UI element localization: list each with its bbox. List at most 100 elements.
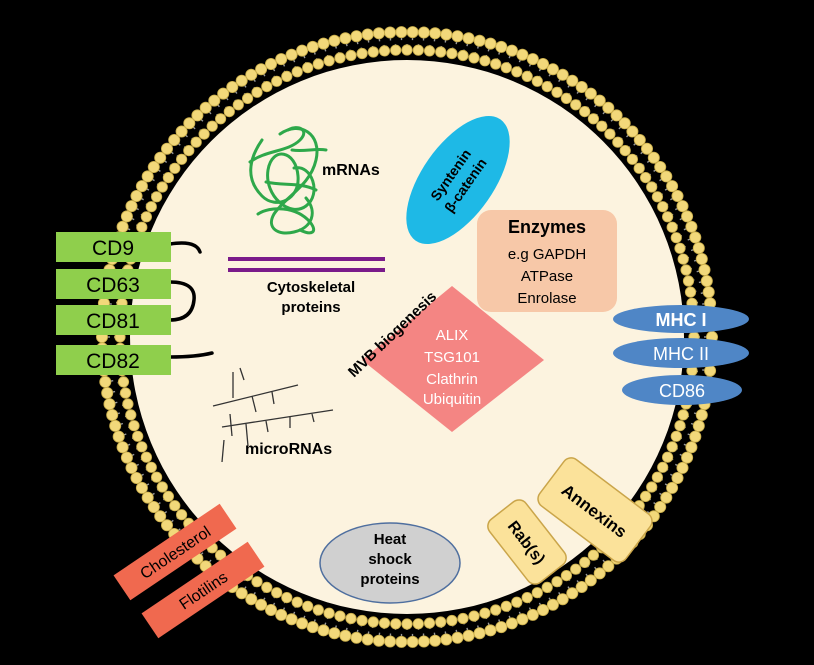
lipid-head-inner-147 [651,191,664,203]
lipid-head-outer-11 [681,451,694,464]
lipid-head-inner-114 [334,52,346,64]
lipid-head-outer-148 [610,109,623,122]
heat-shock-line1: Heat [374,531,407,548]
microrna-backbone-2 [221,409,334,428]
lipid-head-outer-39 [440,633,453,646]
lipid-head-outer-57 [245,593,258,606]
lipid-head-inner-73 [125,409,137,421]
mrna-strands [248,126,328,235]
lipid-head-inner-144 [633,162,645,174]
cd82-marker: CD82 [56,345,171,375]
lipid-head-outer-99 [135,180,148,193]
rabs-group: Rab(s) [487,499,567,585]
rabs-box [487,499,567,585]
flotillins-box [141,541,265,639]
lipid-head-outer-159 [681,210,694,223]
lipid-head-inner-130 [511,66,523,78]
lipid-head-outer-151 [633,133,646,146]
cd63-label: CD63 [86,274,140,297]
lipid-head-outer-132 [451,30,464,43]
lipid-head-outer-32 [516,613,529,626]
lipid-head-outer-115 [264,58,277,71]
lipid-head-outer-40 [429,634,442,647]
lipid-head-inner-91 [140,211,152,223]
lipid-head-outer-81 [99,375,112,388]
lipid-head-inner-43 [367,616,379,628]
lipid-head-inner-51 [281,591,293,604]
lipid-head-outer-8 [692,419,705,432]
lipid-head-outer-137 [505,44,518,57]
lipid-head-inner-124 [446,47,458,60]
lipid-head-outer-164 [698,263,711,276]
lipid-head-inner-54 [251,576,263,588]
lipid-head-inner-29 [521,591,533,604]
lipid-head-inner-9 [670,430,682,442]
lipid-head-outer-142 [556,68,569,81]
cytoskeleton-line-1 [228,257,385,261]
lipid-head-outer-28 [556,593,569,606]
lipid-head-inner-132 [531,75,543,87]
lipid-head-outer-30 [537,604,550,617]
lipid-head-inner-12 [657,461,669,473]
lipid-head-outer-44 [384,635,397,648]
enzymes-box: Enzymes e.g GAPDH ATPase Enrolase [477,210,617,312]
lipid-head-inner-14 [646,481,658,493]
cd63-marker: CD63 [56,269,171,299]
cd9-label: CD9 [92,237,134,260]
lipid-head-inner-37 [435,616,447,628]
lipid-head-inner-95 [162,172,174,184]
lipid-head-outer-51 [306,621,319,634]
mhc2-ellipse [613,338,749,368]
enzymes-box-bg [477,210,617,312]
lipid-head-outer-69 [147,500,160,513]
lipid-head-outer-23 [602,560,615,573]
lipid-head-inner-115 [345,49,357,62]
lipid-head-inner-41 [390,618,402,630]
lipid-head-outer-10 [685,441,698,454]
lipid-head-inner-117 [367,46,379,58]
lipid-head-outer-146 [593,94,606,107]
lipid-head-inner-109 [281,70,293,83]
lipid-head-outer-128 [406,26,419,39]
lipid-head-inner-143 [626,153,639,165]
heat-shock-line2: shock [368,551,412,568]
lipid-head-outer-36 [473,627,486,640]
enzyme-item-gapdh: e.g GAPDH [508,246,586,263]
lipid-head-inner-10 [666,441,678,453]
lipid-head-outer-118 [296,44,309,57]
lipid-head-inner-136 [570,99,582,111]
lipid-head-outer-49 [328,627,341,640]
lipid-head-inner-39 [412,618,424,630]
lipid-head-outer-16 [654,500,667,513]
mrna-strand-3 [248,126,316,235]
lipid-head-outer-53 [285,613,298,626]
lipid-head-inner-102 [215,113,227,125]
lipid-head-outer-124 [361,28,374,41]
lipid-head-outer-106 [183,117,196,130]
lipid-head-inner-71 [132,430,144,442]
mvb-item-tsg101: TSG101 [424,349,480,366]
cytoskeleton-line-2 [228,268,385,272]
lipid-head-outer-150 [626,125,639,138]
heat-shock-ellipse [319,522,461,604]
cytoskeleton-lines [228,257,385,272]
lipid-head-outer-58 [235,587,248,600]
cytoskeletal-label-line1: Cytoskeletal [267,279,355,296]
lipid-head-outer-80 [101,386,114,399]
lipid-head-outer-162 [692,242,705,255]
lipid-head-inner-15 [639,490,652,502]
lipid-head-inner-27 [541,581,553,594]
lipid-head-outer-38 [451,631,464,644]
heat-shock-line3: proteins [360,571,419,588]
lipid-head-outer-145 [584,87,597,100]
lipid-head-inner-64 [169,500,181,512]
lipid-head-outer-161 [689,231,702,244]
lipid-head-outer-123 [350,30,363,43]
lipid-head-outer-45 [372,634,385,647]
lipid-head-outer-120 [317,37,330,50]
lipid-head-inner-99 [190,136,202,148]
lipid-head-inner-45 [345,612,357,625]
lipid-head-outer-48 [339,629,352,642]
lipid-head-inner-149 [661,211,674,223]
